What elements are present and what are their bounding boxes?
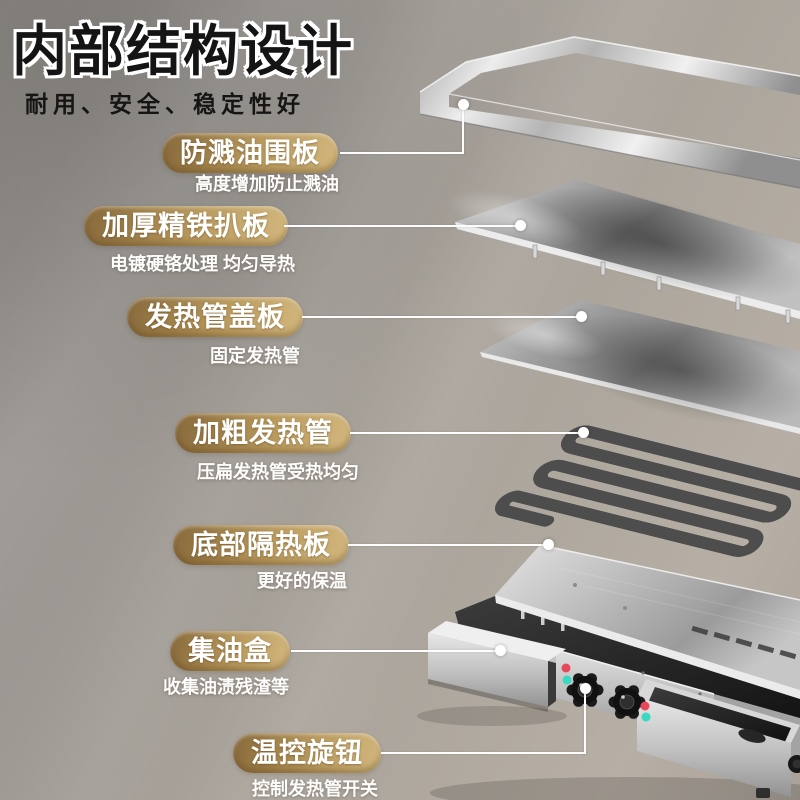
callout-line: [381, 752, 586, 754]
callout-line: [348, 544, 545, 546]
bottom-insulation-plate: [495, 544, 800, 699]
page-subtitle: 耐用、安全、稳定性好: [25, 91, 305, 117]
ground-shadow: [430, 777, 800, 800]
page-title: 内部结构设计: [12, 20, 355, 82]
iron-griddle-plate: [447, 180, 800, 324]
drawer-scoop: [738, 729, 766, 743]
callout-line: [340, 152, 464, 154]
callout-dot: [578, 427, 589, 438]
drawer-shadow: [417, 706, 567, 726]
label-thermostat-knob-desc: 控制发热管开关: [252, 779, 378, 799]
label-tube-cover-desc: 固定发热管: [210, 346, 300, 366]
label-oil-box-desc: 收集油渍残渣等: [163, 677, 289, 697]
heating-tube-coil: [498, 426, 800, 568]
callout-line: [302, 316, 578, 318]
callout-dot: [580, 683, 591, 694]
callout-dot: [495, 645, 506, 656]
label-thermostat-knob: 温控旋钮: [233, 733, 381, 773]
callout-line: [284, 225, 517, 227]
callout-line: [291, 650, 497, 652]
label-tube-cover: 发热管盖板: [127, 297, 303, 337]
vent-slots: [691, 625, 797, 660]
callout-line: [584, 688, 586, 754]
label-oil-box: 集油盒: [170, 631, 290, 671]
callout-dot: [458, 99, 469, 110]
indicator-lights: [561, 663, 651, 722]
callout-dot: [543, 539, 554, 550]
callout-line: [350, 432, 580, 434]
label-insulation-plate-desc: 更好的保温: [257, 571, 347, 591]
far-right-knob: [788, 755, 800, 773]
thermostat-knob-2: [608, 685, 646, 719]
callout-dot: [576, 311, 587, 322]
label-splash-guard: 防溅油围板: [162, 133, 338, 173]
label-heating-tube: 加粗发热管: [175, 413, 351, 453]
label-splash-guard-desc: 高度增加防止溅油: [195, 174, 339, 194]
callout-dot: [515, 220, 526, 231]
callout-line: [462, 103, 464, 154]
oil-drawer-right: [637, 679, 800, 798]
label-heating-tube-desc: 压扁发热管受热均匀: [197, 462, 359, 482]
label-iron-plate-desc: 电镀硬铬处理 均匀导热: [110, 254, 295, 274]
label-iron-plate: 加厚精铁扒板: [84, 206, 288, 246]
label-insulation-plate: 底部隔热板: [173, 525, 349, 565]
splash-guard-frame: [419, 36, 800, 189]
plate-mounting-studs: [532, 244, 791, 324]
heating-tube-cover-plate: [480, 300, 800, 434]
